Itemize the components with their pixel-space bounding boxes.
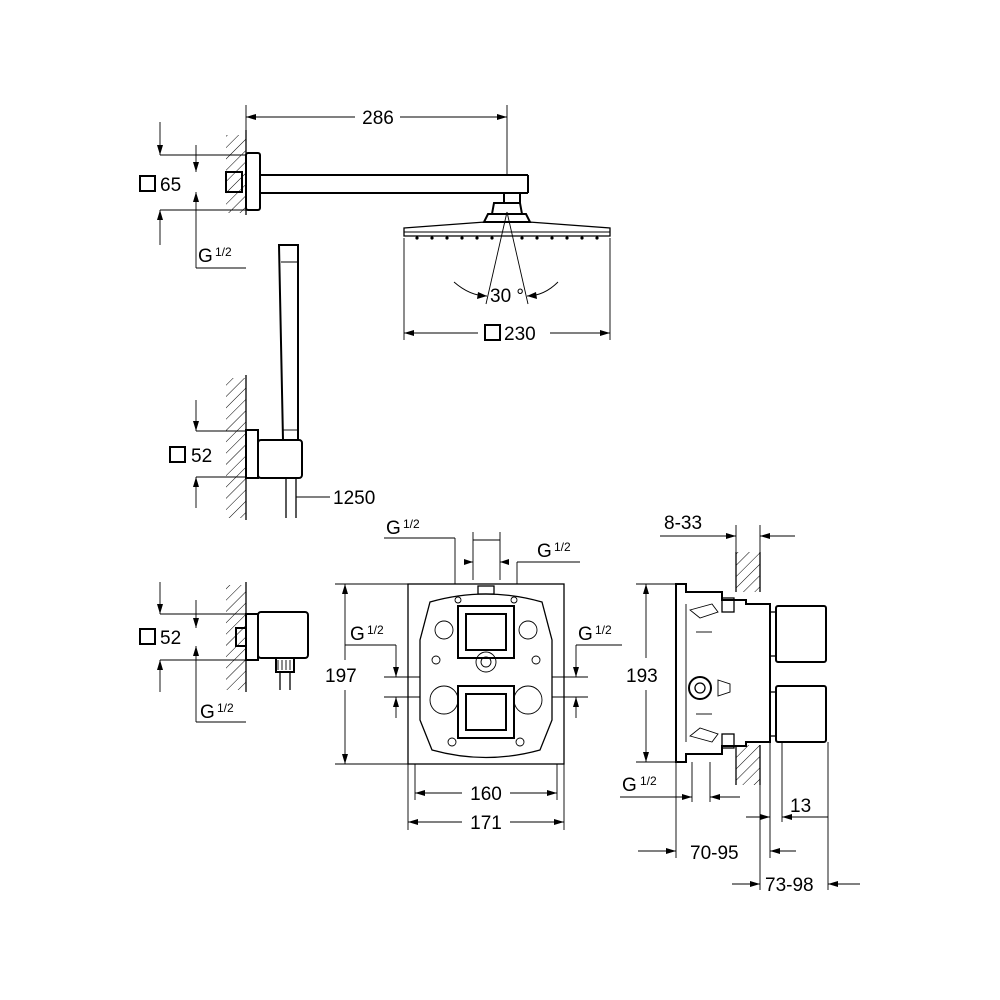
- arm-stub: [503, 192, 521, 204]
- dim-cover-depth: 13: [790, 796, 811, 817]
- wall-outlet-view: 52 G 1/2: [139, 582, 309, 723]
- dim-head-angle: 30 °: [490, 286, 524, 307]
- spray-nozzles: [415, 236, 599, 240]
- dim-right-top-thread: G: [537, 541, 552, 562]
- dim-right-top-thread-frac: 1/2: [554, 540, 571, 554]
- cover-plate: [407, 583, 565, 765]
- upper-spindle: [775, 605, 827, 663]
- square-symbol: [169, 446, 186, 463]
- dim-box-height: 193: [626, 666, 658, 687]
- holder-body: [257, 439, 303, 479]
- outlet-body: [257, 611, 309, 659]
- dim-depth-range-a: 70-95: [690, 843, 739, 864]
- lower-spindle: [775, 685, 827, 743]
- dim-arm-flange: 65: [160, 175, 181, 196]
- dim-outlet-size: 52: [160, 628, 181, 649]
- dim-side-thread: G: [622, 775, 637, 796]
- dim-arm-thread: G: [198, 246, 213, 267]
- arm-flange: [245, 152, 261, 211]
- lower-control: [457, 685, 515, 739]
- wall-hatch: [226, 135, 246, 213]
- holder-plate: [245, 429, 259, 479]
- dim-plate-width-outer: 171: [470, 813, 502, 834]
- dim-arm-length: 286: [362, 108, 394, 129]
- head-shower-view: 30 ° 230: [403, 202, 611, 345]
- dim-left-thread-frac: 1/2: [367, 623, 384, 637]
- dim-head-size: 230: [504, 324, 536, 345]
- dim-wall-range: 8-33: [664, 513, 702, 534]
- dim-arm-thread-frac: 1/2: [215, 245, 232, 259]
- hand-shower: [277, 244, 299, 441]
- thermostat-side-view: 193 8-33 G 1/2 13 70-95: [620, 513, 860, 896]
- dim-right-thread: G: [578, 624, 593, 645]
- dim-plate-width-inner: 160: [470, 784, 502, 805]
- square-symbol: [484, 324, 501, 341]
- dim-plate-height: 197: [325, 666, 357, 687]
- dim-outlet-thread-frac: 1/2: [217, 701, 234, 715]
- dim-top-thread-frac: 1/2: [403, 517, 420, 531]
- dim-left-thread: G: [350, 624, 365, 645]
- dim-top-thread: G: [386, 518, 401, 539]
- square-symbol: [139, 628, 156, 645]
- rough-in-body: [675, 583, 771, 763]
- dim-outlet-thread: G: [200, 702, 215, 723]
- hand-shower-view: 1250 52: [169, 244, 375, 520]
- thermostat-front-view: 197 160 171 G 1/2 G 1/2: [325, 517, 622, 834]
- dim-hand-holder: 52: [191, 446, 212, 467]
- dim-side-thread-frac: 1/2: [640, 774, 657, 788]
- shower-arm-view: 286 65 G 1/2: [139, 105, 529, 269]
- arm-connector: [225, 171, 243, 193]
- dim-hose-length: 1250: [333, 488, 375, 509]
- dim-depth-range-b: 73-98: [765, 875, 814, 896]
- hose-nut: [275, 657, 295, 673]
- valve-port: [688, 676, 712, 700]
- dim-right-thread-frac: 1/2: [595, 623, 612, 637]
- upper-control: [457, 605, 515, 659]
- square-symbol: [139, 175, 156, 192]
